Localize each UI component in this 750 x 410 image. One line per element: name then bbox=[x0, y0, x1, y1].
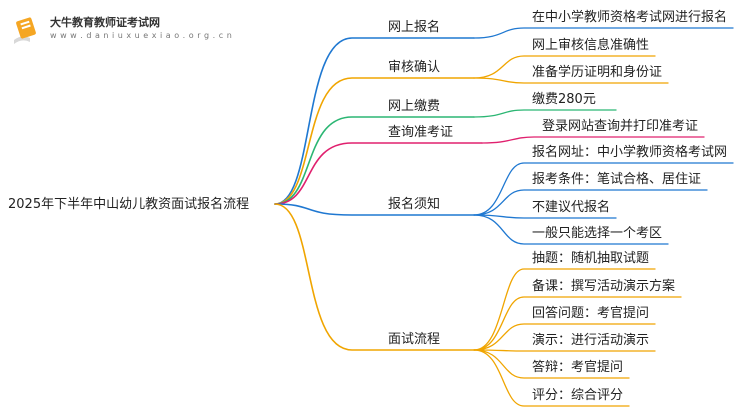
root-topic: 2025年下半年中山幼儿教资面试报名流程 bbox=[8, 197, 250, 212]
leaf-topic: 登录网站查询并打印准考证 bbox=[542, 119, 699, 134]
leaf-topic: 缴费280元 bbox=[532, 92, 596, 107]
leaf-connector bbox=[473, 109, 617, 118]
leaf-connector bbox=[473, 349, 656, 352]
leaf-connector bbox=[473, 349, 630, 379]
leaf-connector bbox=[481, 136, 705, 144]
branch-connector bbox=[274, 203, 475, 351]
branch-connector bbox=[274, 77, 475, 205]
branch-topic: 网上报名 bbox=[388, 20, 441, 35]
leaf-topic: 报名网址：中小学教师资格考试网 bbox=[532, 145, 728, 160]
leaf-connector bbox=[473, 296, 682, 351]
leaf-connector bbox=[473, 189, 708, 216]
leaf-topic: 不建议代报名 bbox=[532, 200, 611, 215]
leaf-topic: 在中小学教师资格考试网进行报名 bbox=[532, 10, 728, 25]
branch-connector bbox=[274, 142, 483, 205]
leaf-connector bbox=[473, 268, 656, 351]
leaf-connector bbox=[473, 214, 669, 245]
leaf-topic: 评分：综合评分 bbox=[532, 388, 624, 403]
leaf-topic: 抽题：随机抽取试题 bbox=[532, 251, 650, 266]
leaf-connector bbox=[473, 214, 617, 219]
branch-connector bbox=[274, 116, 475, 205]
branch-topic: 网上缴费 bbox=[388, 99, 441, 114]
leaf-connector bbox=[473, 77, 669, 84]
branch-topic: 查询准考证 bbox=[388, 125, 454, 140]
branch-topic: 审核确认 bbox=[388, 60, 441, 75]
leaf-connector bbox=[473, 27, 734, 39]
leaf-topic: 网上审核信息准确性 bbox=[532, 38, 650, 53]
book-logo-icon bbox=[14, 17, 36, 44]
leaf-topic: 准备学历证明和身份证 bbox=[532, 65, 663, 80]
leaf-topic: 回答问题：考官提问 bbox=[532, 306, 650, 321]
leaf-topic: 备课：撰写活动演示方案 bbox=[532, 279, 676, 294]
leaf-topic: 一般只能选择一个考区 bbox=[532, 226, 663, 241]
leaf-connector bbox=[473, 349, 630, 407]
branch-topic: 面试流程 bbox=[388, 332, 441, 347]
leaf-connector bbox=[473, 323, 656, 351]
branch-connector bbox=[274, 37, 475, 205]
branch-topic: 报名须知 bbox=[388, 197, 441, 212]
leaf-topic: 答辩：考官提问 bbox=[532, 360, 624, 375]
leaf-topic: 报考条件：笔试合格、居住证 bbox=[532, 172, 702, 187]
brand-url: w w w . d a n i u x u e x i a o . o r g … bbox=[50, 31, 233, 40]
leaf-topic: 演示：进行活动演示 bbox=[532, 333, 650, 348]
branch-connector bbox=[274, 203, 475, 216]
leaf-connector bbox=[473, 162, 734, 216]
leaf-connector bbox=[473, 55, 656, 79]
brand-name: 大牛教育教师证考试网 bbox=[50, 16, 160, 29]
